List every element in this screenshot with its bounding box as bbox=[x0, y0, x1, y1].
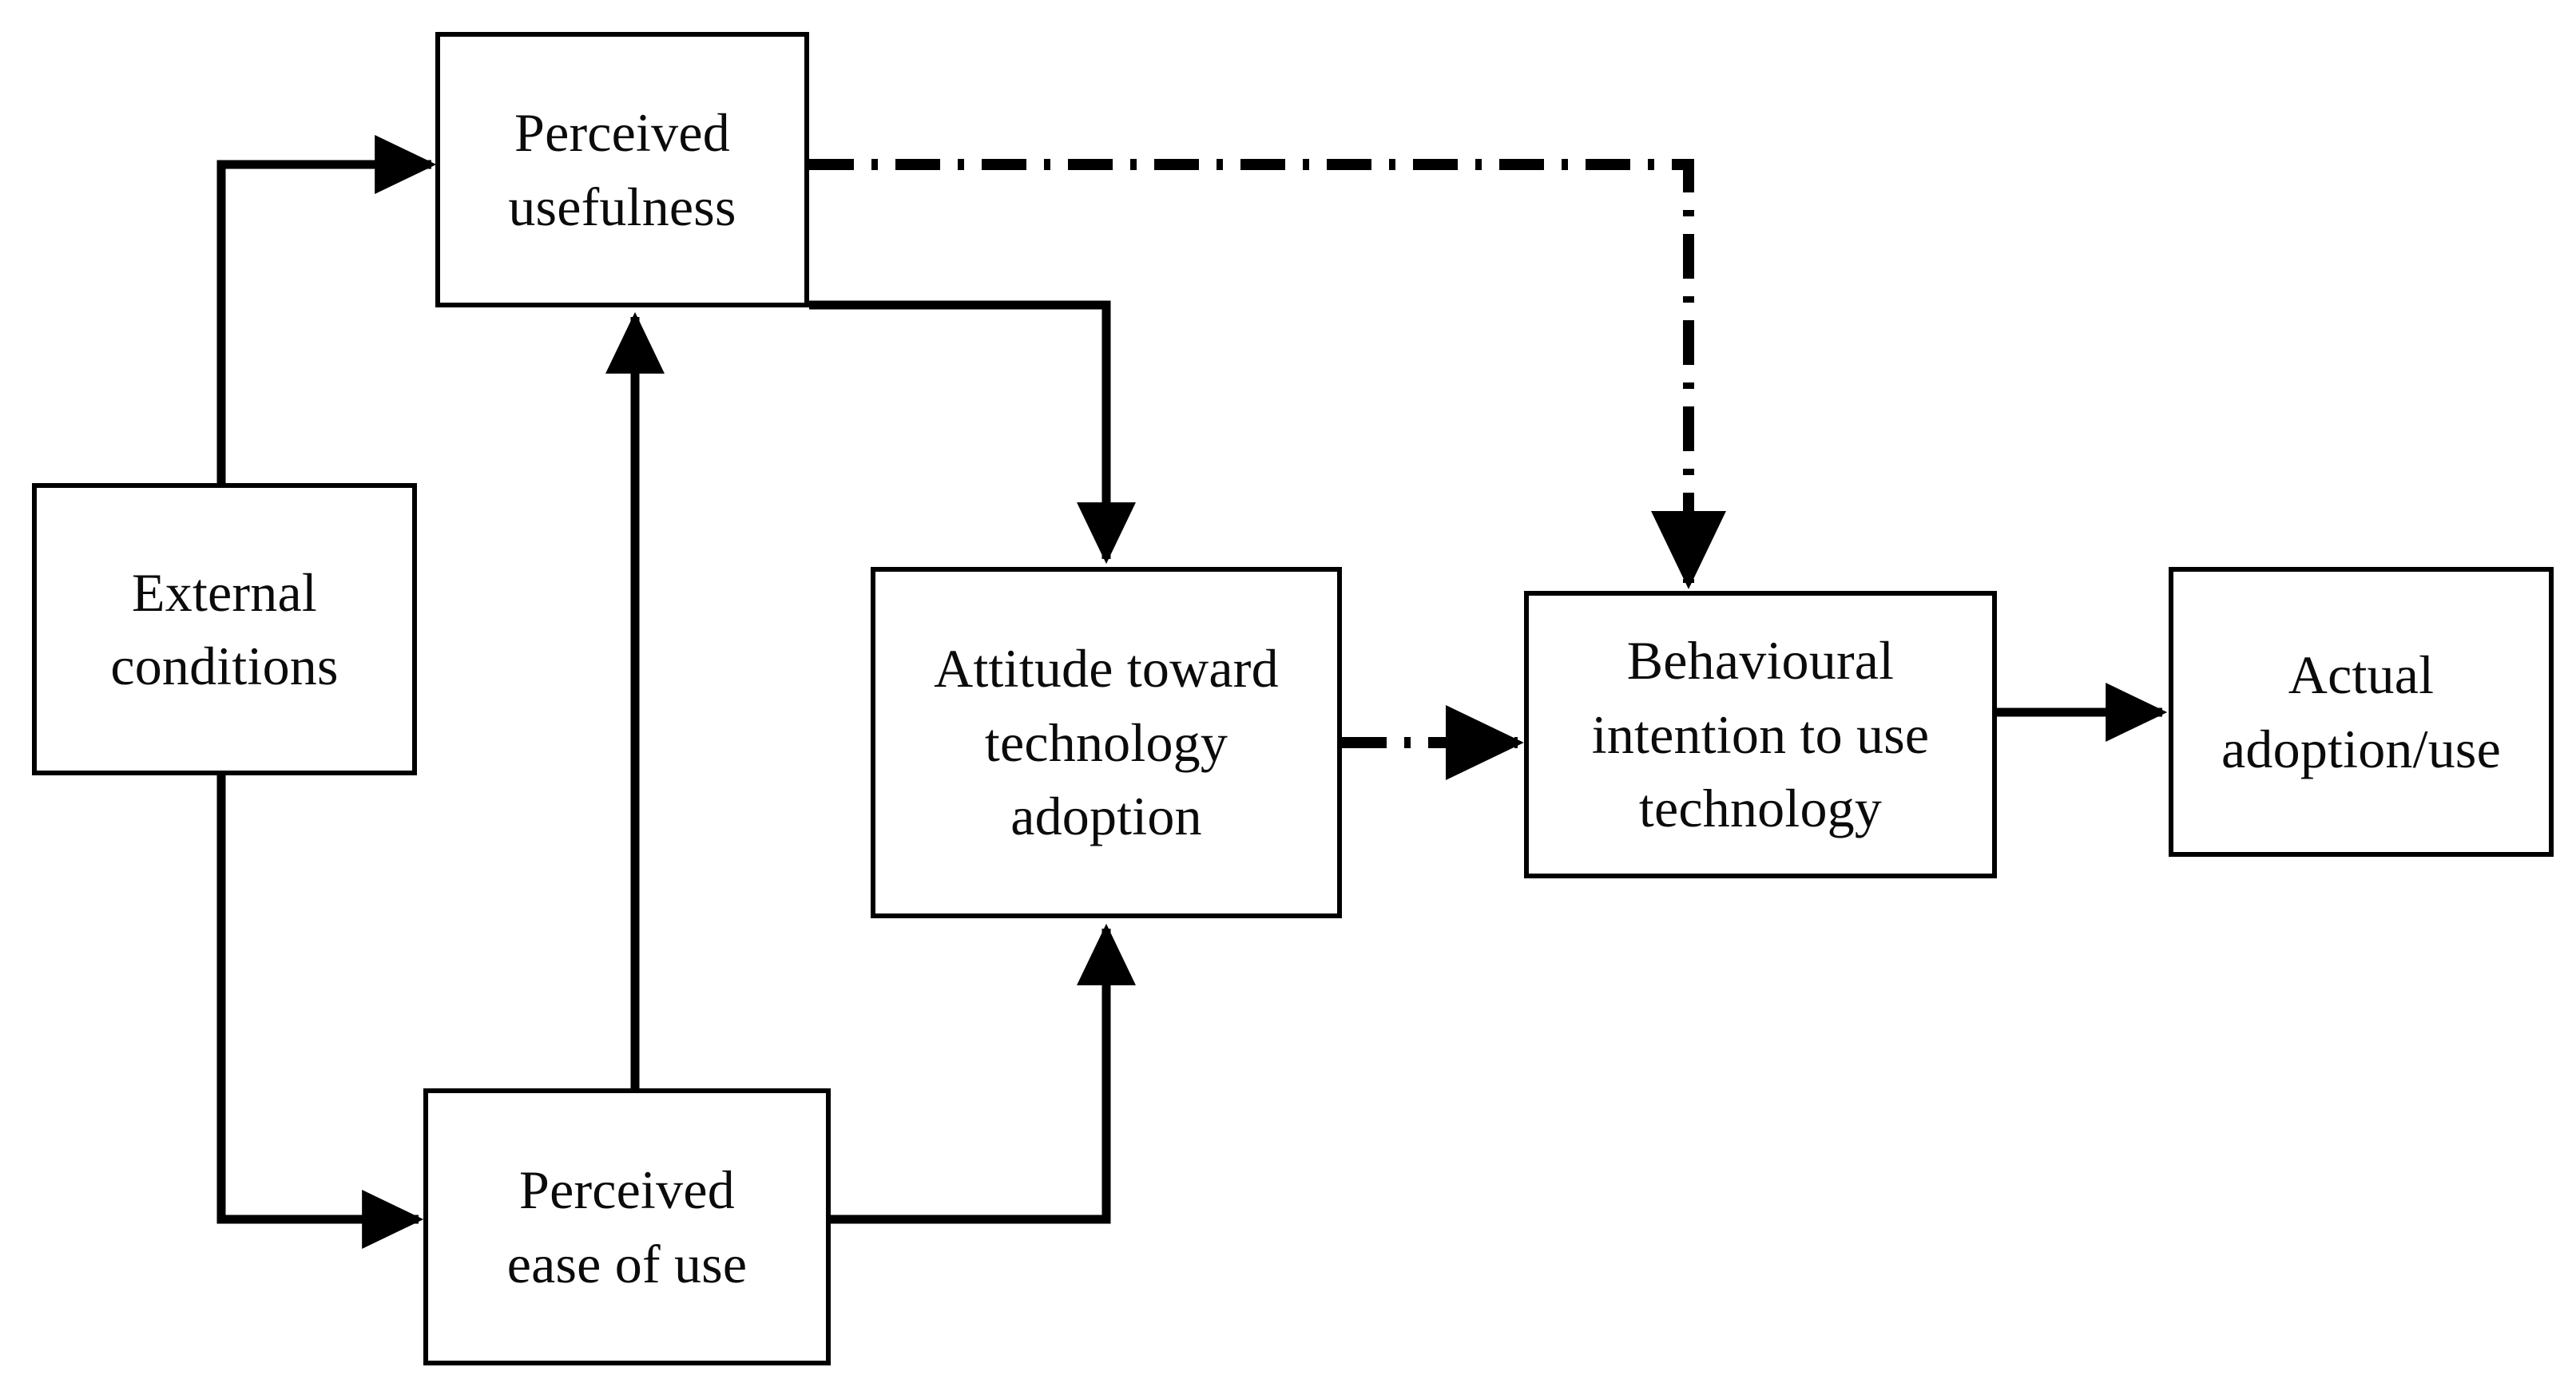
node-behavioural-intention-to-use-technology[interactable]: Behavioural intention to use technology bbox=[1524, 591, 1997, 878]
edge-usefulness-to-behavioural-intention bbox=[809, 159, 1727, 589]
edge-external-to-usefulness bbox=[216, 135, 437, 559]
node-external-conditions[interactable]: External conditions bbox=[32, 483, 417, 775]
edge-ease-of-use-to-attitude bbox=[831, 923, 1136, 1224]
node-label-external-conditions: External conditions bbox=[110, 561, 339, 696]
node-actual-adoption-use[interactable]: Actual adoption/use bbox=[2169, 567, 2554, 857]
node-label-perceived-ease-of-use: Perceived ease of use bbox=[506, 1159, 748, 1294]
edge-usefulness-to-attitude bbox=[809, 300, 1136, 565]
node-label-perceived-usefulness: Perceived usefulness bbox=[508, 102, 736, 237]
node-label-attitude-toward-technology-adoption: Attitude toward technology adoption bbox=[934, 638, 1279, 847]
node-perceived-usefulness[interactable]: Perceived usefulness bbox=[435, 32, 809, 307]
node-perceived-ease-of-use[interactable]: Perceived ease of use bbox=[423, 1088, 831, 1365]
node-label-behavioural-intention-to-use-technology: Behavioural intention to use technology bbox=[1591, 630, 1930, 839]
node-attitude-toward-technology-adoption[interactable]: Attitude toward technology adoption bbox=[871, 567, 1342, 918]
edge-external-to-ease-of-use bbox=[216, 703, 424, 1249]
node-label-actual-adoption-use: Actual adoption/use bbox=[2221, 644, 2501, 779]
